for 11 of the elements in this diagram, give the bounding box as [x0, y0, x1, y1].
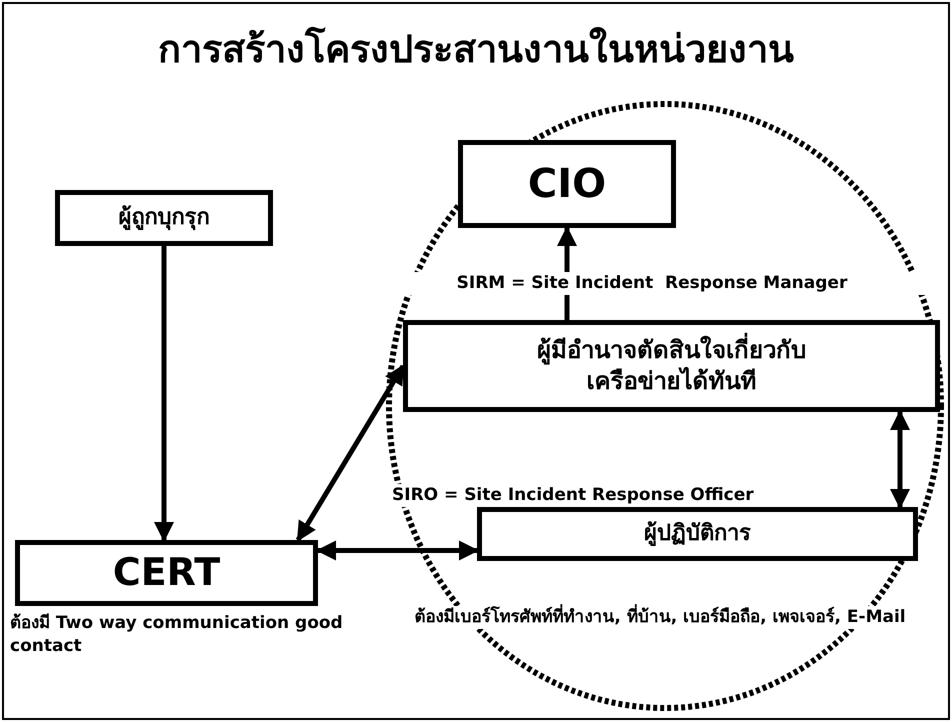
process-box: ผู้ปฏิบัติการ: [477, 507, 918, 561]
node-label: SIRO = Site Incident Response Officer: [392, 484, 754, 507]
process-box: CIO: [458, 140, 676, 228]
process-box: CERT: [15, 540, 318, 606]
title: การสร้างโครงประสานงานในหน่วยงาน: [157, 26, 795, 73]
arrow: [296, 364, 406, 542]
process-box: ผู้ถูกบุกรุก: [55, 190, 273, 246]
arrow: [154, 246, 174, 542]
arrow: [316, 540, 479, 560]
process-box: ผู้มีอำนาจตัดสินใจเกี่ยวกับ เครือข่ายได้ทันที: [403, 320, 940, 412]
arrow: [890, 410, 910, 509]
